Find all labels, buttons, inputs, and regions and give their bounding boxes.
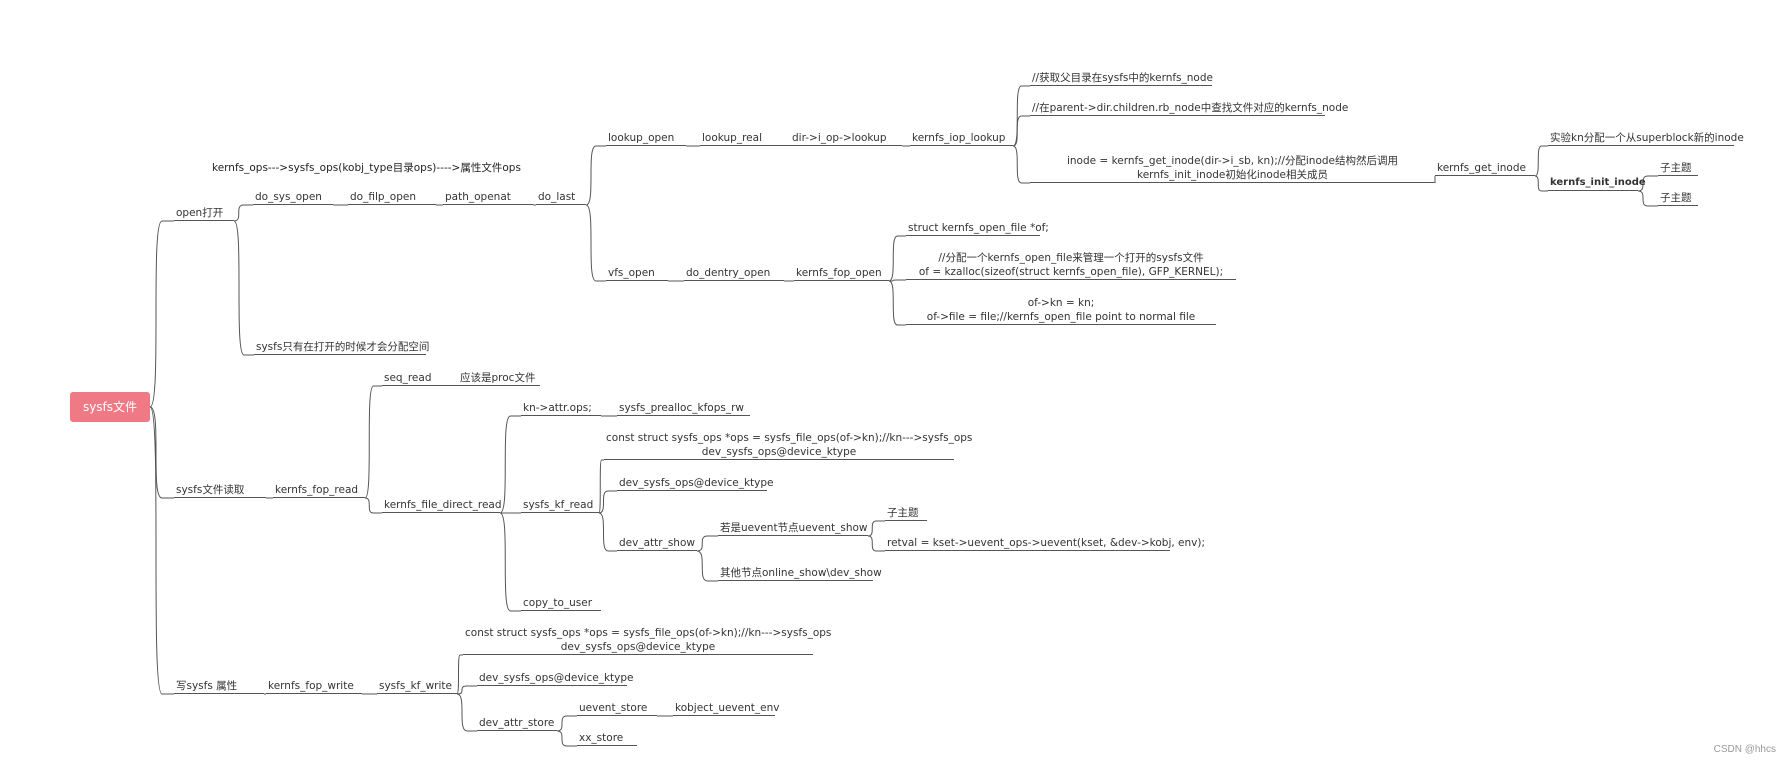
node-do-sys-open[interactable]: do_sys_open [253,190,333,205]
node-lookup-real[interactable]: lookup_real [700,131,790,146]
node-dev-sysfs-ops-read[interactable]: dev_sysfs_ops@device_ktype [617,477,774,491]
connector-23 [888,235,906,282]
node-dev-attr-show[interactable]: dev_attr_show [617,536,697,551]
node-do-filp-open[interactable]: do_filp_open [348,190,436,205]
connector-14 [1012,115,1030,147]
node-lookup-open[interactable]: lookup_open [606,131,686,146]
connector-47 [556,730,577,747]
node-path-openat[interactable]: path_openat [443,190,533,205]
connector-30 [499,415,521,514]
connector-2 [149,406,174,695]
node-const-ops-read[interactable]: const struct sysfs_ops *ops = sysfs_file… [604,432,973,460]
node-alloc-of[interactable]: //分配一个kernfs_open_file来管理一个打开的sysfs文件 of… [906,251,1236,280]
node-inode-get[interactable]: inode = kernfs_get_inode(dir->i_sb, kn);… [1030,154,1435,183]
node-kernfs-fop-open[interactable]: kernfs_fop_open [794,266,889,281]
node-kernfs-fop-write[interactable]: kernfs_fop_write [266,679,362,694]
ops-chain-note: kernfs_ops--->sysfs_ops(kobj_type目录ops)-… [212,162,521,174]
connector-8 [585,145,606,206]
node-kernfs-file-direct-read[interactable]: kernfs_file_direct_read [382,499,502,513]
node-read[interactable]: sysfs文件读取 [174,483,266,498]
node-copy-to-user[interactable]: copy_to_user [521,596,601,611]
connector-15 [1012,145,1030,184]
connector-24 [888,279,906,282]
connector-25 [888,280,906,326]
connector-45 [456,693,477,732]
connector-32 [499,512,521,612]
connector-19 [1637,175,1658,192]
watermark: CSDN @hhcs [1713,744,1776,755]
connector-1 [149,406,174,499]
connector-35 [598,490,617,514]
node-find-in-parent[interactable]: //在parent->dir.children.rb_node中查找文件对应的k… [1030,102,1349,116]
connector-36 [598,512,617,552]
node-subtopic-1[interactable]: 子主题 [1658,161,1698,176]
connector-40 [867,535,885,552]
root-node[interactable]: sysfs文件 [70,392,150,422]
node-retval[interactable]: retval = kset->uevent_ops->uevent(kset, … [885,537,1206,551]
node-write[interactable]: 写sysfs 属性 [174,679,264,694]
node-subtopic-2[interactable]: 子主题 [1658,191,1698,206]
connector-13 [1012,85,1030,147]
connector-0 [149,220,174,408]
connector-4 [233,220,254,356]
node-sysfs-prealloc[interactable]: sysfs_prealloc_kfops_rw [617,401,750,416]
connector-43 [456,654,463,695]
connector-20 [1637,190,1658,207]
node-other-show[interactable]: 其他节点online_show\dev_show [718,567,882,581]
node-dir-lookup[interactable]: dir->i_op->lookup [790,131,902,146]
node-uevent-show[interactable]: 若是uevent节点uevent_show [718,522,868,536]
node-dev-sysfs-ops-write[interactable]: dev_sysfs_ops@device_ktype [477,672,634,686]
connector-37 [696,535,718,552]
node-kernfs-iop-lookup[interactable]: kernfs_iop_lookup [910,131,1013,146]
node-alloc-on-open[interactable]: sysfs只有在打开的时候才会分配空间 [254,341,430,355]
node-seq-read[interactable]: seq_read [382,371,458,386]
connector-3 [233,204,253,222]
node-do-last[interactable]: do_last [536,190,586,205]
connector-9 [585,204,606,282]
connector-46 [556,715,577,732]
node-kernfs-fop-read[interactable]: kernfs_fop_read [273,483,365,498]
node-open[interactable]: open打开 [174,206,234,221]
node-const-ops-write[interactable]: const struct sysfs_ops *ops = sysfs_file… [463,627,832,655]
node-kernfs-init-inode[interactable]: kernfs_init_inode [1548,176,1646,191]
node-get-parent[interactable]: //获取父目录在sysfs中的kernfs_node [1030,72,1213,86]
node-struct-of[interactable]: struct kernfs_open_file *of; [906,222,1049,236]
node-dev-attr-store[interactable]: dev_attr_store [477,716,557,731]
node-of-kn[interactable]: of->kn = kn; of->file = file;//kernfs_op… [906,296,1216,325]
node-do-dentry-open[interactable]: do_dentry_open [684,266,784,281]
node-kernfs-get-inode[interactable]: kernfs_get_inode [1435,161,1535,176]
connector-34 [598,459,604,514]
node-proc-file[interactable]: 应该是proc文件 [458,371,540,386]
node-xx-store[interactable]: xx_store [577,731,637,746]
connector-28 [364,497,382,514]
connector-17 [1534,145,1548,177]
node-kn-attr-ops[interactable]: kn->attr.ops; [521,401,601,416]
connector-39 [867,520,885,537]
node-vfs-open[interactable]: vfs_open [606,266,668,281]
connector-38 [696,550,718,582]
node-kobject-uevent-env[interactable]: kobject_uevent_env [673,702,780,716]
connector-27 [364,385,382,499]
connector-18 [1534,175,1548,192]
node-uevent-store[interactable]: uevent_store [577,701,657,716]
connector-44 [456,685,477,695]
node-sysfs-kf-read[interactable]: sysfs_kf_read [521,498,599,513]
node-subtopic-3[interactable]: 子主题 [885,506,927,521]
node-alloc-inode[interactable]: 实验kn分配一个从superblock新的inode [1548,132,1744,146]
node-sysfs-kf-write[interactable]: sysfs_kf_write [377,679,457,694]
